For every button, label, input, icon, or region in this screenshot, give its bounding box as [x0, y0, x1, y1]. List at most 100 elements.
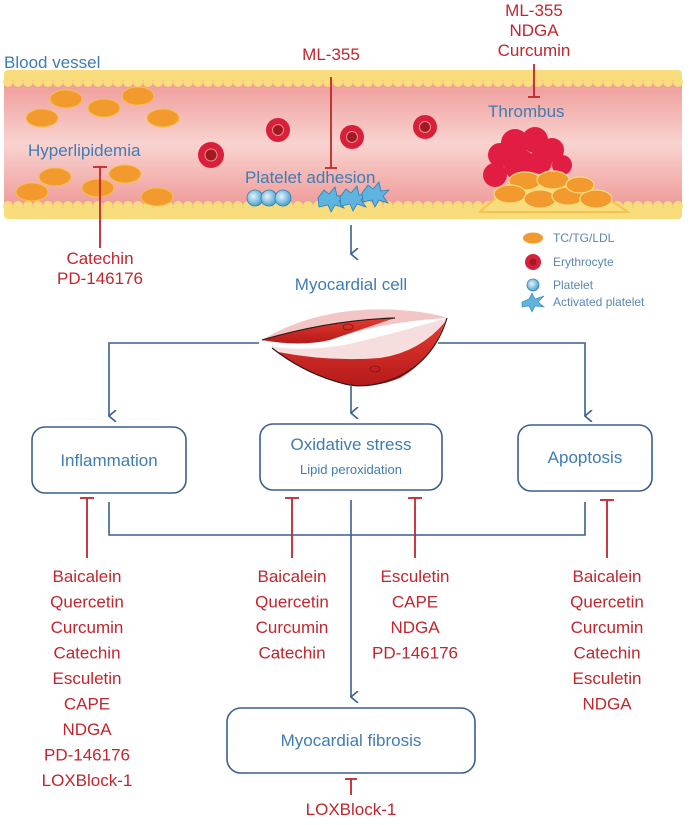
inhibitor-item: Esculetin: [53, 669, 122, 688]
platelet-adhesion-label: Platelet adhesion: [245, 168, 375, 187]
wall-scallop: [203, 201, 213, 211]
erythrocyte: [198, 142, 224, 168]
wall-scallop: [533, 77, 543, 87]
legend: TC/TG/LDL Erythrocyte Platelet Activated…: [521, 231, 645, 313]
wall-scallop: [233, 201, 243, 211]
inhibitor-item: NDGA: [582, 695, 632, 714]
erythrocyte-icon: [525, 254, 541, 270]
thrombus-plaque: [477, 127, 632, 213]
apoptosis-label: Apoptosis: [548, 448, 623, 467]
wall-scallop: [393, 77, 403, 87]
wall-scallop: [433, 201, 443, 211]
wall-scallop: [113, 201, 123, 211]
inhibitor-list-apoptosis: BaicaleinQuercetinCurcuminCatechinEscule…: [570, 567, 644, 714]
wall-scallop: [553, 77, 563, 87]
wall-scallop: [133, 77, 143, 87]
wall-scallop: [253, 77, 263, 87]
wall-scallop: [303, 201, 313, 211]
inhibitor-item: PD-146176: [57, 269, 143, 288]
inhibitor-item: Esculetin: [573, 669, 642, 688]
wall-scallop: [363, 201, 373, 211]
wall-scallop: [403, 201, 413, 211]
wall-scallop: [663, 77, 673, 87]
wall-scallop: [83, 201, 93, 211]
wall-scallop: [353, 77, 363, 87]
inhibitor-item: Curcumin: [498, 41, 571, 60]
wall-scallop: [43, 77, 53, 87]
wall-scallop: [123, 201, 133, 211]
activated-platelets: [317, 181, 391, 213]
wall-scallop: [473, 77, 483, 87]
myocardial-fibrosis-label: Myocardial fibrosis: [281, 731, 422, 750]
myocardial-cell-icon: [261, 309, 448, 387]
inhibitor-item: Catechin: [53, 644, 120, 663]
wall-scallop: [363, 77, 373, 87]
inhibitor-item: LOXBlock-1: [42, 771, 133, 790]
wall-scallop: [213, 77, 223, 87]
inhibitor-item: Curcumin: [51, 618, 124, 637]
wall-scallop: [463, 201, 473, 211]
wall-scallop: [643, 77, 653, 87]
wall-scallop: [633, 201, 643, 211]
wall-scallop: [663, 201, 673, 211]
legend-item: Activated platelet: [521, 292, 645, 313]
inhibitor-list-hyperlipidemia: Catechin PD-146176: [57, 249, 143, 288]
wall-scallop: [243, 77, 253, 87]
wall-scallop: [283, 77, 293, 87]
arrow-cell-to-apoptosis: [438, 342, 585, 416]
inflammation-box: Inflammation: [31, 426, 187, 494]
wall-scallop: [423, 77, 433, 87]
wall-scallop: [393, 201, 403, 211]
wall-scallop: [463, 77, 473, 87]
inhibitor-item: Baicalein: [573, 567, 642, 586]
wall-scallop: [13, 77, 23, 87]
myocardial-cell-label: Myocardial cell: [295, 275, 407, 294]
wall-scallop: [453, 77, 463, 87]
wall-scallop: [613, 77, 623, 87]
wall-scallop: [193, 201, 203, 211]
wall-scallop: [3, 201, 13, 211]
inhibitor-item: Baicalein: [53, 567, 122, 586]
wall-scallop: [633, 77, 643, 87]
wall-scallop: [573, 77, 583, 87]
wall-scallop: [233, 77, 243, 87]
inhibitor-item: Catechin: [573, 644, 640, 663]
hyperlipidemia-label: Hyperlipidemia: [28, 141, 141, 160]
wall-scallop: [13, 201, 23, 211]
wall-scallop: [213, 201, 223, 211]
wall-scallop: [33, 201, 43, 211]
wall-scallop: [673, 201, 683, 211]
wall-scallop: [473, 201, 483, 211]
wall-scallop: [543, 77, 553, 87]
inhibitor-item: PD-146176: [44, 746, 130, 765]
inhibitor-list-thrombus: ML-355 NDGA Curcumin: [498, 1, 571, 60]
wall-scallop: [443, 77, 453, 87]
inhibitor-item: NDGA: [390, 618, 440, 637]
wall-scallop: [403, 77, 413, 87]
inhibitor-item: Quercetin: [255, 593, 329, 612]
inflammation-label: Inflammation: [60, 451, 157, 470]
inhibitor-item: Quercetin: [50, 593, 124, 612]
thrombus-label: Thrombus: [488, 102, 565, 121]
wall-scallop: [653, 77, 663, 87]
wall-scallop: [143, 77, 153, 87]
wall-scallop: [223, 77, 233, 87]
wall-scallop: [173, 77, 183, 87]
wall-scallop: [193, 77, 203, 87]
wall-scallop: [583, 77, 593, 87]
wall-scallop: [133, 201, 143, 211]
arrow-cell-to-inflammation: [109, 342, 259, 416]
wall-scallop: [183, 77, 193, 87]
wall-scallop: [223, 201, 233, 211]
inhibitor-item: Catechin: [258, 644, 325, 663]
wall-scallop: [433, 77, 443, 87]
inhibitor-item: Quercetin: [570, 593, 644, 612]
legend-item: Platelet: [526, 278, 594, 292]
wall-scallop: [73, 201, 83, 211]
wall-scallop: [103, 77, 113, 87]
erythrocyte: [266, 118, 290, 142]
wall-scallop: [23, 201, 33, 211]
legend-label: Platelet: [553, 278, 594, 292]
inhibitor-list-inflammation: BaicaleinQuercetinCurcuminCatechinEscule…: [42, 567, 133, 790]
